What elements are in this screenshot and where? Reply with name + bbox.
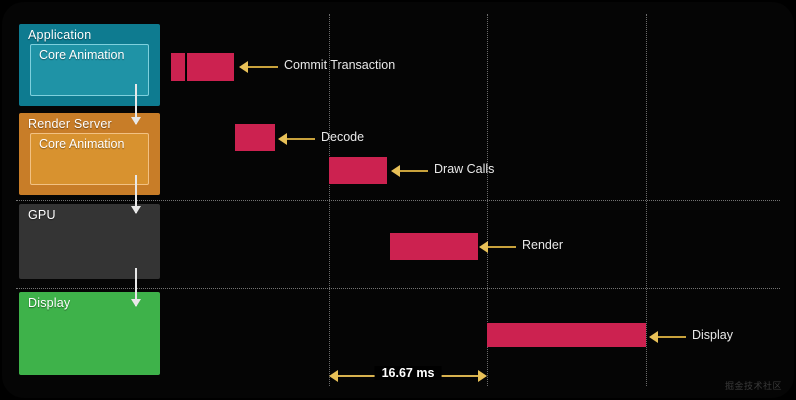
- lane-divider-display: [16, 288, 780, 289]
- stage-label-display: Display: [28, 296, 71, 310]
- stage-label-application: Application: [28, 28, 92, 42]
- measure-label: 16.67 ms: [374, 366, 442, 380]
- callout-label-draw-calls: Draw Calls: [434, 162, 495, 176]
- frame-duration-measure: 16.67 ms: [329, 366, 487, 384]
- callout-arrow-decode: [278, 133, 287, 145]
- stage-block-application: Application Core Animation: [19, 24, 160, 106]
- bar-decode: [235, 124, 275, 151]
- callout-label-decode: Decode: [321, 130, 365, 144]
- callout-label-display: Display: [692, 328, 733, 342]
- measure-arrow-right: [478, 370, 487, 382]
- callout-label-commit-transaction: Commit Transaction: [284, 58, 396, 72]
- flow-arrow-gpu-to-display: [131, 268, 141, 307]
- flow-arrow-render-to-gpu: [131, 175, 141, 214]
- stage-inner-label-application: Core Animation: [39, 48, 125, 62]
- callout-arrow-draw-calls: [391, 165, 400, 177]
- callout-arrow-commit-transaction: [239, 61, 248, 73]
- bar-display: [487, 323, 646, 347]
- stage-block-gpu: GPU: [19, 204, 160, 279]
- callout-arrow-display: [649, 331, 658, 343]
- flow-arrow-app-to-render: [131, 84, 141, 125]
- callout-arrow-render: [479, 241, 488, 253]
- bar-render: [390, 233, 478, 260]
- stage-inner-application: Core Animation: [30, 44, 149, 96]
- stage-label-gpu: GPU: [28, 208, 56, 222]
- stage-label-render-server: Render Server: [28, 117, 112, 131]
- measure-arrow-left: [329, 370, 338, 382]
- watermark: 掘金技术社区: [724, 381, 782, 391]
- stage-inner-render-server: Core Animation: [30, 133, 149, 185]
- bar-commit-transaction-seg1: [171, 53, 185, 81]
- lane-divider-gpu: [16, 200, 780, 201]
- stage-inner-label-render-server: Core Animation: [39, 137, 125, 151]
- callout-label-render: Render: [522, 238, 563, 252]
- bar-commit-transaction-seg2: [186, 53, 234, 81]
- bar-draw-calls: [329, 157, 387, 184]
